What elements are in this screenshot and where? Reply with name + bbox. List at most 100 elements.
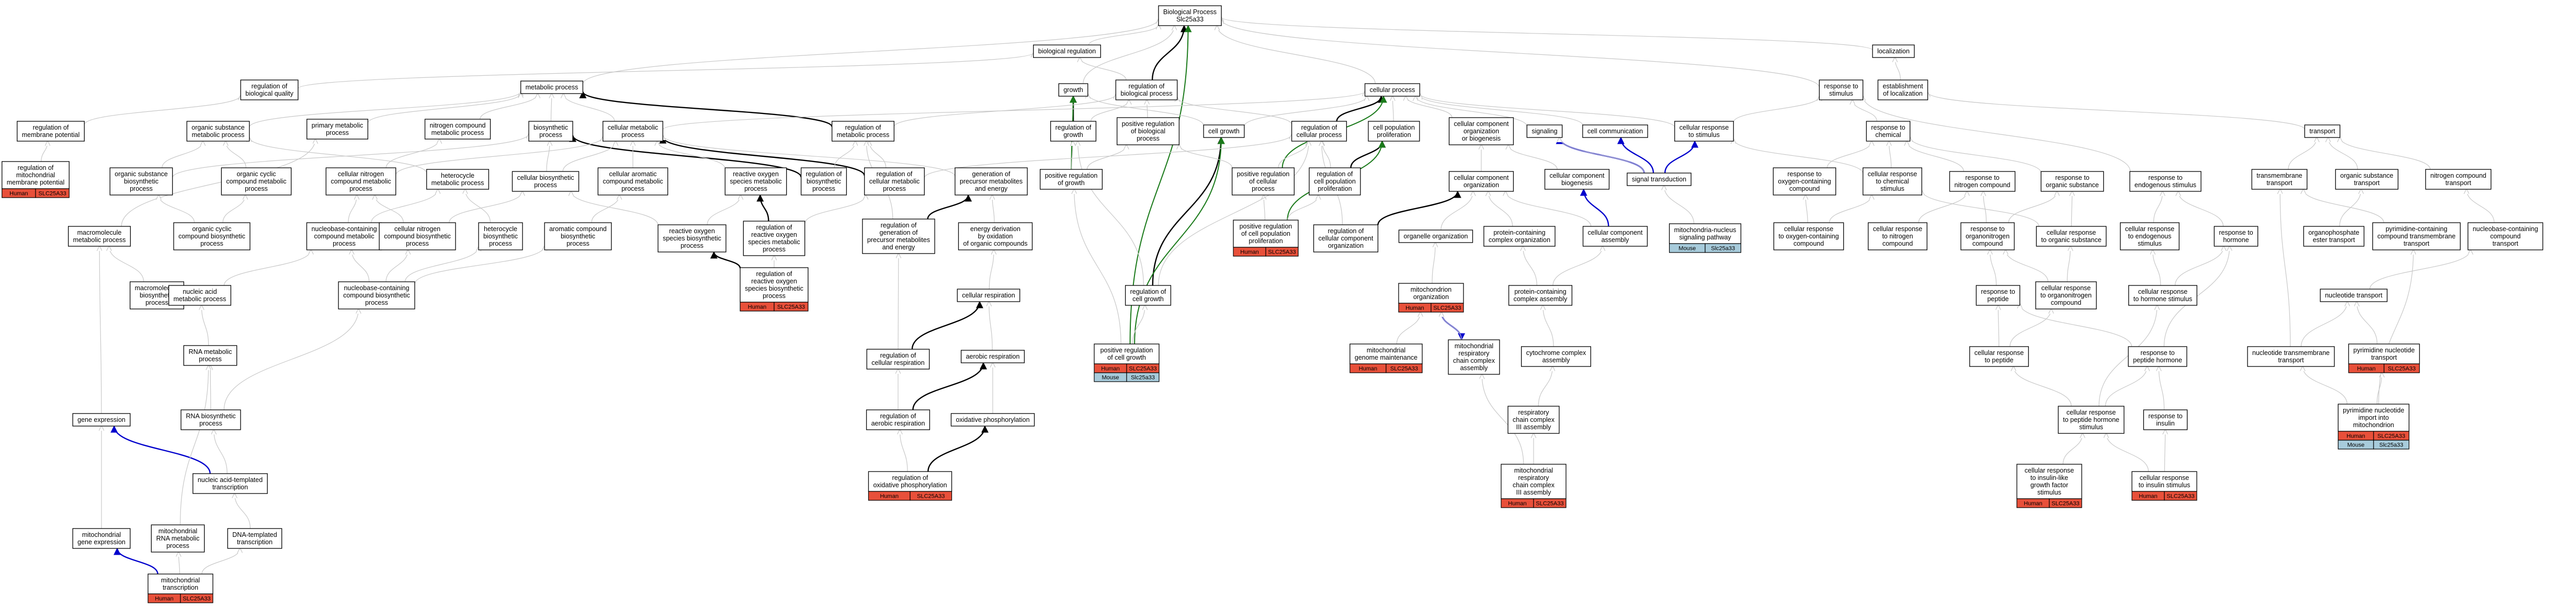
go-term-org-org[interactable]: organelle organization [1398, 230, 1473, 243]
go-term-signaling[interactable]: signaling [1526, 124, 1563, 138]
go-term-nucleotide-tr[interactable]: nucleotide transport [2320, 289, 2388, 302]
go-term-cell-resp[interactable]: cellular respiration [957, 289, 1020, 302]
go-term-cellular[interactable]: cellular process [1364, 83, 1421, 97]
go-term-oxphos[interactable]: oxidative phosphorylation [950, 413, 1035, 427]
go-term-sigtrans[interactable]: signal transduction [1627, 173, 1692, 186]
go-term-transport[interactable]: transport [2304, 124, 2341, 138]
go-term-metabolic[interactable]: metabolic process [520, 81, 584, 94]
go-term-cellcomm[interactable]: cell communication [1582, 124, 1648, 138]
go-term-growth[interactable]: growth [1058, 83, 1088, 97]
go-term-localization[interactable]: localization [1872, 44, 1915, 58]
go-term-cellgrowth[interactable]: cell growth [1203, 124, 1245, 138]
go-term-gene-expr[interactable]: gene expression [72, 413, 131, 427]
go-term-aerobic-resp[interactable]: aerobic respiration [960, 350, 1025, 363]
